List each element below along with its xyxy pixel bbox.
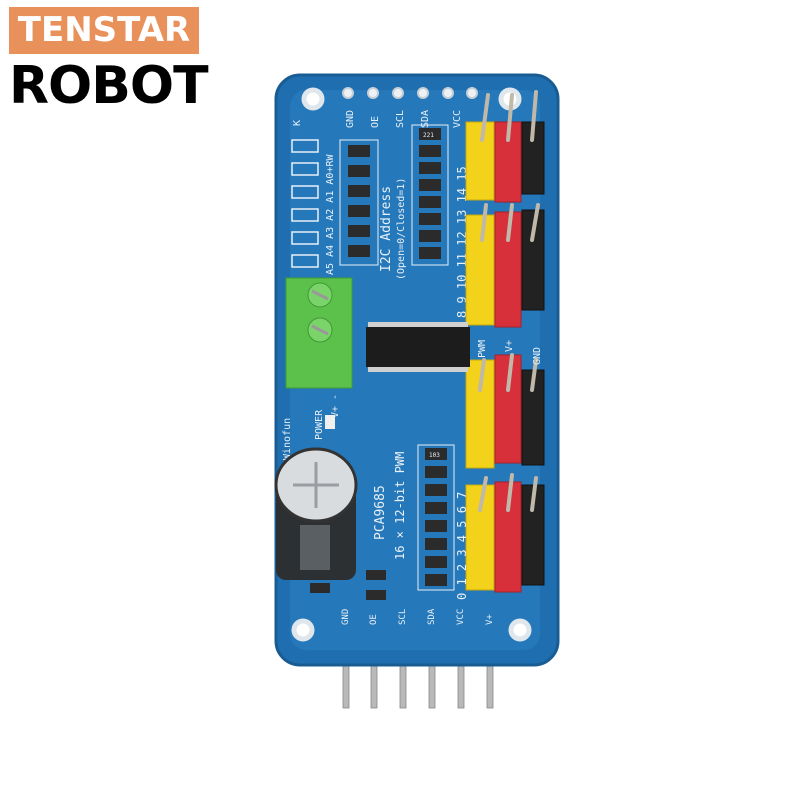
mounting-holes: [291, 87, 532, 642]
bottom-label-vcc: VCC: [456, 609, 466, 625]
terminal-label: V+ -: [330, 394, 341, 418]
chip-name: PCA9685: [373, 485, 388, 540]
i2c-address-title: I2C Address: [379, 186, 394, 272]
label-k: K: [292, 120, 303, 126]
brand-logo-robot: ROBOT: [9, 56, 209, 116]
label-oe: OE: [370, 116, 381, 128]
label-sda: SDA: [420, 110, 431, 128]
power-terminal-block: [285, 277, 353, 389]
electrolytic-capacitor: [274, 447, 358, 580]
header-label-gnd: GND: [532, 347, 543, 365]
bottom-label-sda: SDA: [427, 608, 437, 625]
bottom-label-vplus: V+: [485, 614, 495, 625]
header-label-vplus: V+: [504, 340, 515, 352]
resistor-code-alt: 103: [429, 452, 440, 459]
label-vcc: VCC: [452, 110, 463, 128]
power-led-label: POWER: [314, 409, 325, 440]
label-scl: SCL: [395, 110, 406, 128]
i2c-address-note: (Open=0/Closed=1): [396, 178, 407, 280]
brand-silkscreen: Winofun: [282, 418, 293, 460]
resistor-code: 221: [423, 132, 434, 139]
bottom-label-gnd: GND: [341, 609, 351, 625]
channel-labels-bottom: 0 1 2 3 4 5 6 7: [455, 492, 469, 600]
chip-description: 16 × 12-bit PWM: [393, 452, 407, 560]
bottom-label-scl: SCL: [398, 609, 408, 625]
power-led: [325, 415, 335, 429]
address-pad-labels: A5 A4 A3 A2 A1 A0+RW: [325, 154, 336, 275]
brand-logo-tenstar: TENSTAR: [9, 7, 199, 54]
resistor-array-bottom: 103: [417, 444, 455, 591]
address-jumper-pads: [291, 139, 319, 268]
header-label-pwm: PWM: [477, 340, 488, 358]
label-gnd: GND: [345, 110, 356, 128]
servo-headers: [465, 90, 545, 593]
address-resistors: [339, 139, 379, 266]
bottom-label-oe: OE: [369, 614, 379, 625]
pca9685-chip: [366, 322, 470, 372]
resistor-array-top: 221: [411, 124, 449, 266]
